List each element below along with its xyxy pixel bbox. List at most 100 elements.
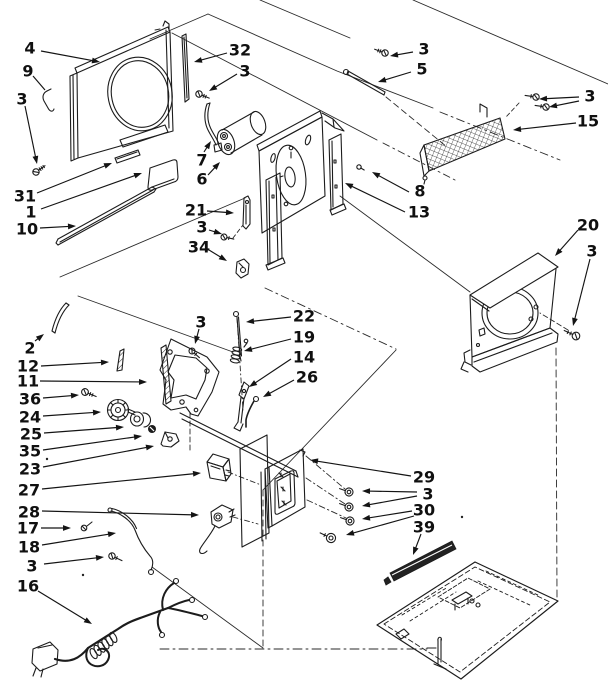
leader-line — [573, 258, 591, 322]
callout-30: 30 — [346, 501, 435, 536]
callout-20: 20 — [555, 216, 599, 256]
part-strip-1 — [147, 159, 179, 191]
leader-arrowhead — [390, 51, 399, 58]
callout-19-label: 19 — [293, 328, 315, 347]
leader-line — [376, 173, 410, 193]
callout-39: 39 — [413, 518, 435, 555]
callout-32: 32 — [194, 41, 251, 63]
part-grille-15 — [419, 103, 506, 185]
leader-arrowhead — [246, 318, 255, 324]
callout-6-label: 6 — [196, 170, 207, 189]
callout-5-label: 5 — [416, 60, 427, 79]
screw-8 — [356, 164, 365, 171]
leader-line — [314, 460, 412, 477]
callout-16-label: 16 — [17, 577, 39, 596]
callout-layer: 4933233531531110762133481320322219142631… — [14, 39, 599, 624]
callout-34: 34 — [188, 238, 227, 261]
leader-arrowhead — [413, 546, 419, 555]
leader-line — [42, 394, 75, 399]
part-fan-bracket — [256, 110, 347, 271]
leader-line — [24, 105, 37, 160]
part-motor-6 — [216, 110, 267, 156]
leader-arrowhead — [346, 530, 355, 536]
leader-arrowhead — [91, 57, 100, 64]
part-capillary-18 — [107, 507, 155, 576]
callout-2-label: 2 — [24, 339, 35, 358]
part-clip-17 — [80, 521, 93, 532]
leader-arrowhead — [138, 379, 147, 385]
part-strip-2 — [51, 302, 70, 334]
callout-15-label: 15 — [577, 112, 599, 131]
callout-3-20-label: 3 — [586, 242, 597, 261]
callout-5: 5 — [378, 60, 428, 83]
part-blade-12 — [116, 348, 125, 372]
screw-3-right-a — [524, 93, 540, 101]
callout-16: 16 — [17, 577, 92, 624]
part-lever-14 — [233, 381, 250, 432]
leader-line — [517, 122, 577, 131]
leader-line — [43, 426, 120, 434]
leader-line — [366, 495, 418, 506]
leader-line — [350, 515, 415, 535]
leader-arrowhead — [194, 57, 203, 63]
callout-3-21: 3 — [196, 218, 222, 237]
leader-arrowhead — [103, 163, 112, 169]
leader-arrowhead — [513, 126, 522, 132]
screw-3-near-20 — [563, 329, 581, 341]
leader-line — [250, 316, 292, 323]
callout-3-32-label: 3 — [239, 62, 250, 81]
leader-arrowhead — [362, 501, 371, 508]
part-bracket-11 — [159, 338, 220, 417]
callout-27-label: 27 — [18, 481, 40, 500]
leader-arrowhead — [362, 514, 371, 521]
part-strip-39 — [383, 540, 457, 586]
leader-arrowhead — [310, 458, 319, 465]
leader-arrowhead — [213, 228, 222, 235]
callout-3-front-label: 3 — [16, 90, 27, 109]
callout-15: 15 — [513, 112, 599, 132]
callout-6: 6 — [196, 162, 220, 189]
screw-3-plate-b — [339, 502, 354, 512]
callout-18-label: 18 — [18, 538, 40, 557]
callout-31-label: 31 — [14, 187, 36, 206]
callout-17-label: 17 — [17, 519, 39, 538]
callout-26-label: 26 — [296, 368, 318, 387]
callout-36-label: 36 — [19, 390, 41, 409]
construction-lines — [45, 0, 608, 650]
callout-22-label: 22 — [293, 307, 315, 326]
part-base-pan — [376, 561, 559, 680]
leader-arrowhead — [345, 183, 354, 190]
leader-arrowhead — [555, 248, 563, 256]
callout-12-label: 12 — [17, 357, 39, 376]
leader-arrowhead — [204, 141, 211, 150]
leader-line — [212, 73, 238, 89]
leader-arrowhead — [539, 95, 548, 102]
leader-arrowhead — [95, 555, 104, 561]
leader-line — [206, 210, 230, 214]
callout-29-label: 29 — [413, 468, 435, 487]
callout-35: 35 — [19, 434, 142, 461]
callout-23: 23 — [19, 444, 154, 479]
leader-arrowhead — [362, 488, 371, 495]
callout-4-label: 4 — [24, 39, 35, 58]
leader-arrowhead — [133, 172, 142, 179]
callout-1: 1 — [25, 172, 142, 222]
callout-3-right-label: 3 — [584, 87, 595, 106]
leader-arrowhead — [218, 254, 227, 261]
callout-3-20: 3 — [572, 242, 598, 326]
callout-24: 24 — [19, 408, 101, 427]
screw-3-plate-c — [340, 516, 355, 526]
callout-14-label: 14 — [293, 348, 315, 367]
leader-line — [349, 184, 406, 213]
callout-17: 17 — [17, 519, 71, 538]
leader-line — [41, 472, 197, 490]
callout-3-16: 3 — [26, 555, 104, 576]
callout-9-label: 9 — [22, 62, 33, 81]
callout-30-label: 30 — [413, 501, 435, 520]
callout-3-16-label: 3 — [26, 557, 37, 576]
callout-3-right: 3 — [539, 87, 596, 109]
callout-3-29: 3 — [362, 485, 434, 508]
callout-19: 19 — [244, 328, 315, 352]
screw-3-near-21 — [220, 233, 235, 241]
